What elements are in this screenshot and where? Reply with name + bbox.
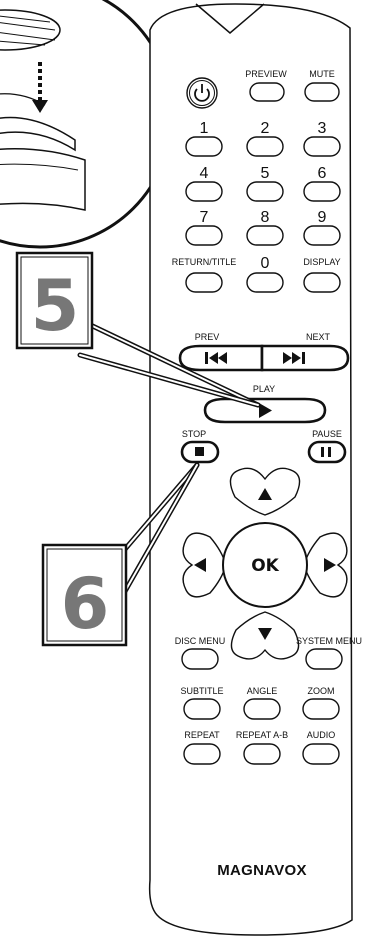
navigation-pad: OK xyxy=(182,467,348,660)
insert-arrow-icon xyxy=(32,62,48,113)
digit-9-button[interactable] xyxy=(303,225,341,246)
digit-5-label: 5 xyxy=(261,165,270,182)
digit-0-label: 0 xyxy=(261,255,270,272)
step-6-number: 6 xyxy=(61,563,110,645)
digit-8-label: 8 xyxy=(261,209,270,226)
pause-button[interactable] xyxy=(307,440,347,464)
repeat-label: REPEAT xyxy=(184,730,220,740)
audio-button[interactable] xyxy=(302,743,340,765)
step-5-callout: 5 xyxy=(15,251,261,408)
display-label: DISPLAY xyxy=(303,257,340,267)
numeric-keypad: 1 2 3 4 5 6 7 8 9 RETURN/TITLE 0 DISPLAY xyxy=(172,120,341,293)
digit-5-button[interactable] xyxy=(246,181,284,202)
system-menu-button[interactable] xyxy=(305,648,343,670)
return-title-label: RETURN/TITLE xyxy=(172,257,237,267)
power-button[interactable] xyxy=(186,77,218,109)
digit-6-button[interactable] xyxy=(303,181,341,202)
digit-3-label: 3 xyxy=(318,120,327,137)
system-menu-label: SYSTEM MENU xyxy=(296,636,362,646)
digit-7-button[interactable] xyxy=(185,225,223,246)
mute-label: MUTE xyxy=(309,69,335,79)
pause-icon xyxy=(321,447,331,457)
audio-label: AUDIO xyxy=(307,730,336,740)
subtitle-label: SUBTITLE xyxy=(180,686,223,696)
stop-button[interactable] xyxy=(180,440,220,464)
preview-label: PREVIEW xyxy=(245,69,287,79)
play-icon xyxy=(259,403,272,418)
repeat-ab-button[interactable] xyxy=(243,743,281,765)
repeat-ab-label: REPEAT A-B xyxy=(236,730,288,740)
digit-7-label: 7 xyxy=(200,209,209,226)
step-5-number: 5 xyxy=(31,265,80,347)
digit-6-label: 6 xyxy=(318,165,327,182)
ok-label: OK xyxy=(251,556,279,576)
zoom-button[interactable] xyxy=(302,698,340,720)
pause-label: PAUSE xyxy=(312,429,342,439)
digit-2-label: 2 xyxy=(261,120,270,137)
arrow-up-icon xyxy=(258,488,272,500)
play-button[interactable] xyxy=(203,397,327,424)
power-icon xyxy=(194,84,210,102)
digit-4-button[interactable] xyxy=(185,181,223,202)
prev-label: PREV xyxy=(195,332,220,342)
display-button[interactable] xyxy=(303,272,341,293)
digit-3-button[interactable] xyxy=(303,136,341,157)
preview-button[interactable] xyxy=(249,82,285,102)
digit-9-label: 9 xyxy=(318,209,327,226)
arrow-left-icon xyxy=(194,558,206,572)
digit-8-button[interactable] xyxy=(246,225,284,246)
digit-0-button[interactable] xyxy=(246,272,284,293)
prev-next-rocker xyxy=(178,344,350,372)
mute-button[interactable] xyxy=(304,82,340,102)
zoom-label: ZOOM xyxy=(308,686,335,696)
next-label: NEXT xyxy=(306,332,331,342)
return-title-button[interactable] xyxy=(185,272,223,293)
step-6-callout: 6 xyxy=(41,462,200,647)
subtitle-button[interactable] xyxy=(183,698,221,720)
stop-label: STOP xyxy=(182,429,206,439)
angle-button[interactable] xyxy=(243,698,281,720)
digit-1-button[interactable] xyxy=(185,136,223,157)
disc-tray-inset xyxy=(0,0,174,249)
stop-icon xyxy=(195,447,204,456)
digit-2-button[interactable] xyxy=(246,136,284,157)
skip-back-icon xyxy=(205,352,227,364)
brand-logo: MAGNAVOX xyxy=(217,862,307,879)
disc-menu-button[interactable] xyxy=(181,648,219,670)
play-label: PLAY xyxy=(253,384,275,394)
repeat-button[interactable] xyxy=(183,743,221,765)
ok-button[interactable] xyxy=(222,522,308,608)
disc-menu-label: DISC MENU xyxy=(175,636,226,646)
arrow-down-icon xyxy=(258,628,272,640)
arrow-right-icon xyxy=(324,558,336,572)
digit-1-label: 1 xyxy=(200,120,209,137)
digit-4-label: 4 xyxy=(200,165,209,182)
angle-label: ANGLE xyxy=(247,686,278,696)
skip-forward-icon xyxy=(283,352,305,364)
